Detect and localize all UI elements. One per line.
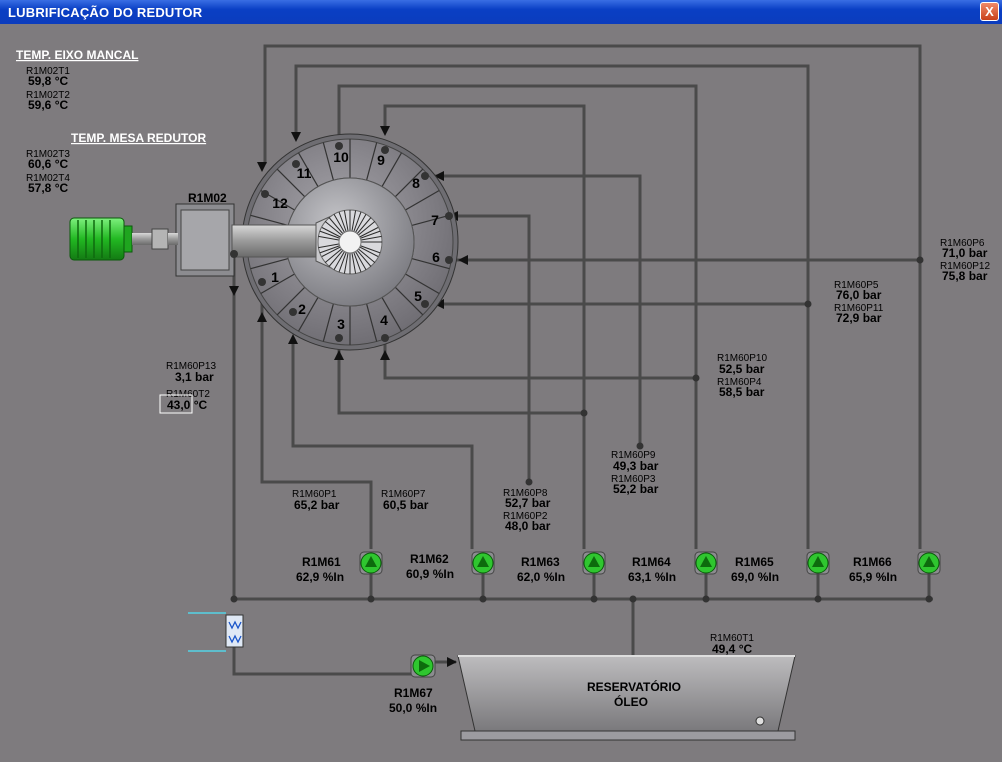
header-eixo-mancal: TEMP. EIXO MANCAL xyxy=(16,48,138,62)
value-r1m60p3: 52,2 bar xyxy=(613,482,659,496)
segment-label-9: 9 xyxy=(377,152,385,168)
junctions xyxy=(230,256,933,603)
value-r1m60p13: 3,1 bar xyxy=(175,370,214,384)
value-r1m60p10: 52,5 bar xyxy=(719,362,765,376)
title-bar: LUBRIFICAÇÃO DO REDUTOR X xyxy=(0,0,1002,24)
segment-label-7: 7 xyxy=(431,212,439,228)
value-r1m60p1: 65,2 bar xyxy=(294,498,340,512)
reservoir-label-2: ÓLEO xyxy=(614,694,648,709)
value-r1m60p2: 48,0 bar xyxy=(505,519,551,533)
pump-icon xyxy=(923,556,935,567)
motor-r1m02[interactable]: R1M02 xyxy=(69,191,235,277)
value-r1m02t1: 59,8 °C xyxy=(28,74,68,88)
pump-icon xyxy=(477,556,489,567)
value-r1m60p12: 75,8 bar xyxy=(942,269,988,283)
value-r1m60p8: 52,7 bar xyxy=(505,496,551,510)
segment-inlets xyxy=(230,142,453,342)
segment-label-10: 10 xyxy=(333,149,349,165)
segment-label-6: 6 xyxy=(432,249,440,265)
pump-icon xyxy=(812,556,824,567)
heat-exchanger[interactable] xyxy=(188,612,244,652)
tag-r1m02t1: R1M02T1 xyxy=(26,66,70,77)
tag-r1m60p7: R1M60P7 xyxy=(381,489,426,500)
tag-r1m02t3: R1M02T3 xyxy=(26,149,70,160)
value-r1m60p6: 71,0 bar xyxy=(942,246,988,260)
tag-r1m02t4: R1M02T4 xyxy=(26,173,70,184)
tag-r1m60p2: R1M60P2 xyxy=(503,511,548,522)
pump-r1m62-tag: R1M62 xyxy=(410,552,449,566)
close-button[interactable]: X xyxy=(980,2,999,21)
reducer-table[interactable] xyxy=(231,133,459,351)
segment-label-12: 12 xyxy=(272,195,288,211)
tag-r1m60p10: R1M60P10 xyxy=(717,353,767,364)
motor-tag: R1M02 xyxy=(188,191,227,205)
tag-r1m60p12: R1M60P12 xyxy=(940,261,990,272)
tag-r1m60t1: R1M60T1 xyxy=(710,633,754,644)
pump-r1m61-value: 62,9 %In xyxy=(296,570,344,584)
segment-label-1: 1 xyxy=(271,269,279,285)
segment-label-4: 4 xyxy=(380,312,388,328)
window-title: LUBRIFICAÇÃO DO REDUTOR xyxy=(8,5,203,20)
oil-reservoir[interactable]: RESERVATÓRIO ÓLEO R1M60T1 49,4 °C xyxy=(457,633,796,741)
shaft xyxy=(231,224,317,258)
pump-r1m64-tag: R1M64 xyxy=(632,555,671,569)
pump-r1m65[interactable]: R1M65 69,0 %In xyxy=(731,551,830,584)
process-diagram: TEMP. EIXO MANCAL R1M02T1 59,8 °C R1M02T… xyxy=(16,44,990,741)
pump-r1m65-value: 69,0 %In xyxy=(731,570,779,584)
pump-r1m67-value: 50,0 %In xyxy=(389,701,437,715)
segment-label-11: 11 xyxy=(297,165,312,181)
tag-r1m60p13: R1M60P13 xyxy=(166,361,216,372)
pump-icon xyxy=(419,660,430,672)
pump-r1m67[interactable]: R1M67 50,0 %In xyxy=(389,654,437,715)
segment-labels: 1 2 3 4 5 6 7 8 9 10 11 12 xyxy=(271,149,440,332)
tag-r1m60p11: R1M60P11 xyxy=(834,303,884,314)
pump-r1m62[interactable]: R1M62 60,9 %In xyxy=(406,551,495,581)
reservoir-label-1: RESERVATÓRIO xyxy=(587,679,681,694)
value-r1m02t4: 57,8 °C xyxy=(28,181,68,195)
pump-r1m67-tag: R1M67 xyxy=(394,686,433,700)
value-r1m02t2: 59,6 °C xyxy=(28,98,68,112)
value-r1m60p4: 58,5 bar xyxy=(719,385,765,399)
tag-r1m02t2: R1M02T2 xyxy=(26,90,70,101)
value-r1m60t1: 49,4 °C xyxy=(712,642,752,656)
segment-label-8: 8 xyxy=(412,175,420,191)
tag-r1m60p8: R1M60P8 xyxy=(503,488,548,499)
segment-label-3: 3 xyxy=(337,316,345,332)
pump-r1m62-value: 60,9 %In xyxy=(406,567,454,581)
segment-label-5: 5 xyxy=(414,288,422,304)
value-r1m60t2: 43,0 °C xyxy=(167,398,207,412)
tag-r1m60p3: R1M60P3 xyxy=(611,474,656,485)
pump-r1m66-value: 65,9 %In xyxy=(849,570,897,584)
pump-r1m61-tag: R1M61 xyxy=(302,555,341,569)
pump-r1m66[interactable]: R1M66 65,9 %In xyxy=(849,551,941,584)
pump-r1m63-tag: R1M63 xyxy=(521,555,560,569)
header-mesa-redutor: TEMP. MESA REDUTOR xyxy=(71,131,206,145)
segment-label-2: 2 xyxy=(298,301,306,317)
value-r1m60p5: 76,0 bar xyxy=(836,288,882,302)
pump-r1m64[interactable]: R1M64 63,1 %In xyxy=(628,551,718,584)
pump-r1m63[interactable]: R1M63 62,0 %In xyxy=(517,551,606,584)
tag-r1m60p5: R1M60P5 xyxy=(834,280,879,291)
pump-r1m65-tag: R1M65 xyxy=(735,555,774,569)
value-r1m60p9: 49,3 bar xyxy=(613,459,659,473)
tag-r1m60p9: R1M60P9 xyxy=(611,450,656,461)
value-r1m02t3: 60,6 °C xyxy=(28,157,68,171)
tag-r1m60p1: R1M60P1 xyxy=(292,489,337,500)
pump-r1m66-tag: R1M66 xyxy=(853,555,892,569)
value-r1m60p7: 60,5 bar xyxy=(383,498,429,512)
setpoint-box[interactable] xyxy=(159,394,193,414)
tag-r1m60p4: R1M60P4 xyxy=(717,377,762,388)
pump-r1m61[interactable]: R1M61 62,9 %In xyxy=(296,551,383,584)
tag-r1m60p6: R1M60P6 xyxy=(940,238,985,249)
pump-r1m64-value: 63,1 %In xyxy=(628,570,676,584)
pump-icon xyxy=(365,556,377,567)
value-r1m60p11: 72,9 bar xyxy=(836,311,882,325)
pump-r1m63-value: 62,0 %In xyxy=(517,570,565,584)
pump-icon xyxy=(700,556,712,567)
pump-icon xyxy=(588,556,600,567)
